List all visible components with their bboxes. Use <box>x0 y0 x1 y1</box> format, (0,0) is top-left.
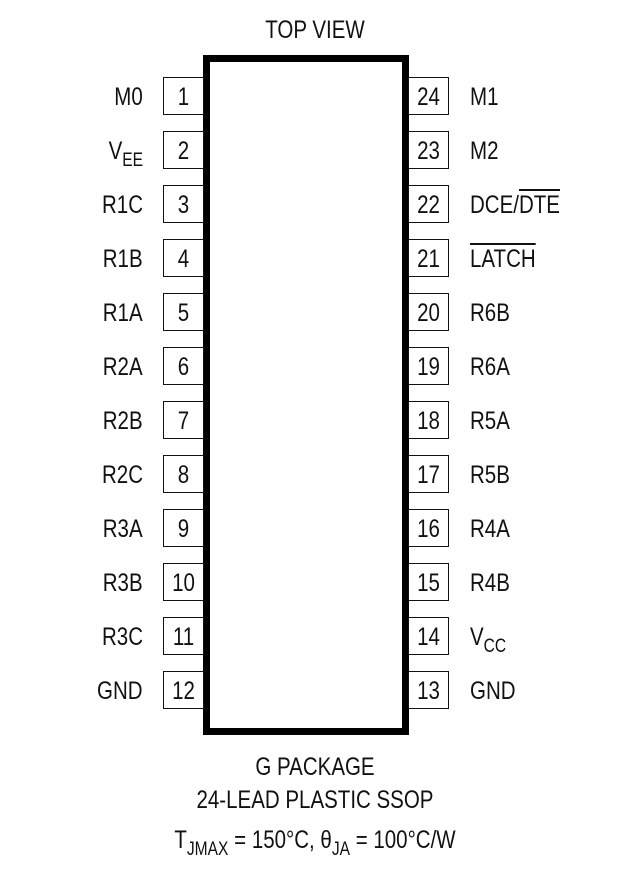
pin-number: 15 <box>417 569 440 597</box>
pin-label: R3B <box>103 569 143 597</box>
pin-label: R6B <box>470 299 510 327</box>
pin-20: 20 <box>408 293 449 331</box>
pin-number: 4 <box>177 245 190 273</box>
pin-label: R4A <box>470 515 510 543</box>
pin-label: R5B <box>470 461 510 489</box>
pin-9: 9 <box>163 509 204 547</box>
pin-label: GND <box>97 677 143 705</box>
pin-10: 10 <box>163 563 204 601</box>
pin-14: 14 <box>408 617 449 655</box>
pin-15: 15 <box>408 563 449 601</box>
pin-8: 8 <box>163 455 204 493</box>
pin-23: 23 <box>408 131 449 169</box>
pin-number: 10 <box>172 569 195 597</box>
pin-number: 5 <box>177 299 190 327</box>
pin-label: GND <box>470 677 516 705</box>
pin-number: 14 <box>417 623 440 651</box>
pin-number: 24 <box>417 83 440 111</box>
pin-label: R1C <box>101 191 143 219</box>
pin-number: 11 <box>172 623 195 651</box>
pin-7: 7 <box>163 401 204 439</box>
pin-3: 3 <box>163 185 204 223</box>
pin-4: 4 <box>163 239 204 277</box>
pin-5: 5 <box>163 293 204 331</box>
package-type: 24-LEAD PLASTIC SSOP <box>196 786 434 814</box>
pin-13: 13 <box>408 671 449 709</box>
pin-label: R1B <box>103 245 143 273</box>
pin-12: 12 <box>163 671 204 709</box>
pin-number: 3 <box>177 191 190 219</box>
pin-number: 16 <box>417 515 440 543</box>
pin-21: 21 <box>408 239 449 277</box>
pin-number: 8 <box>177 461 190 489</box>
pin-label: DCE/DTE <box>470 191 560 219</box>
pin-label: R4B <box>470 569 510 597</box>
pin-label: R3A <box>103 515 143 543</box>
pin-number: 17 <box>417 461 440 489</box>
pin-label: M0 <box>114 83 143 111</box>
pin-label: VEE <box>108 137 143 171</box>
top-view-title: TOP VIEW <box>265 16 365 44</box>
pin-number: 9 <box>177 515 190 543</box>
pin-label: R2A <box>103 353 143 381</box>
pin-number: 12 <box>172 677 195 705</box>
pin-number: 1 <box>177 83 190 111</box>
pin-number: 23 <box>417 137 440 165</box>
pin-number: 13 <box>417 677 440 705</box>
ic-package-body <box>203 55 409 735</box>
pin-24: 24 <box>408 77 449 115</box>
pin-number: 2 <box>177 137 190 165</box>
pin-label: M2 <box>470 137 499 165</box>
pin-17: 17 <box>408 455 449 493</box>
pin-label: R3C <box>101 623 143 651</box>
pin-6: 6 <box>163 347 204 385</box>
pin-1: 1 <box>163 77 204 115</box>
pin-22: 22 <box>408 185 449 223</box>
pin-number: 19 <box>417 353 440 381</box>
pin-label: VCC <box>470 623 507 657</box>
pin-label: R1A <box>103 299 143 327</box>
pin-label: R2B <box>103 407 143 435</box>
package-name: G PACKAGE <box>255 753 375 781</box>
pin-number: 21 <box>417 245 440 273</box>
pin-number: 20 <box>417 299 440 327</box>
thermal-spec: TJMAX = 150°C, θJA = 100°C/W <box>174 826 456 860</box>
pin-number: 7 <box>177 407 190 435</box>
pin-18: 18 <box>408 401 449 439</box>
pin-label: LATCH <box>470 245 536 273</box>
pin-number: 22 <box>417 191 440 219</box>
pin-label: R5A <box>470 407 510 435</box>
pin-label: R6A <box>470 353 510 381</box>
pin-number: 6 <box>177 353 190 381</box>
pin-11: 11 <box>163 617 204 655</box>
pin-label: R2C <box>101 461 143 489</box>
pin-number: 18 <box>417 407 440 435</box>
pin-16: 16 <box>408 509 449 547</box>
pin-label: M1 <box>470 83 499 111</box>
pin-2: 2 <box>163 131 204 169</box>
pin-19: 19 <box>408 347 449 385</box>
